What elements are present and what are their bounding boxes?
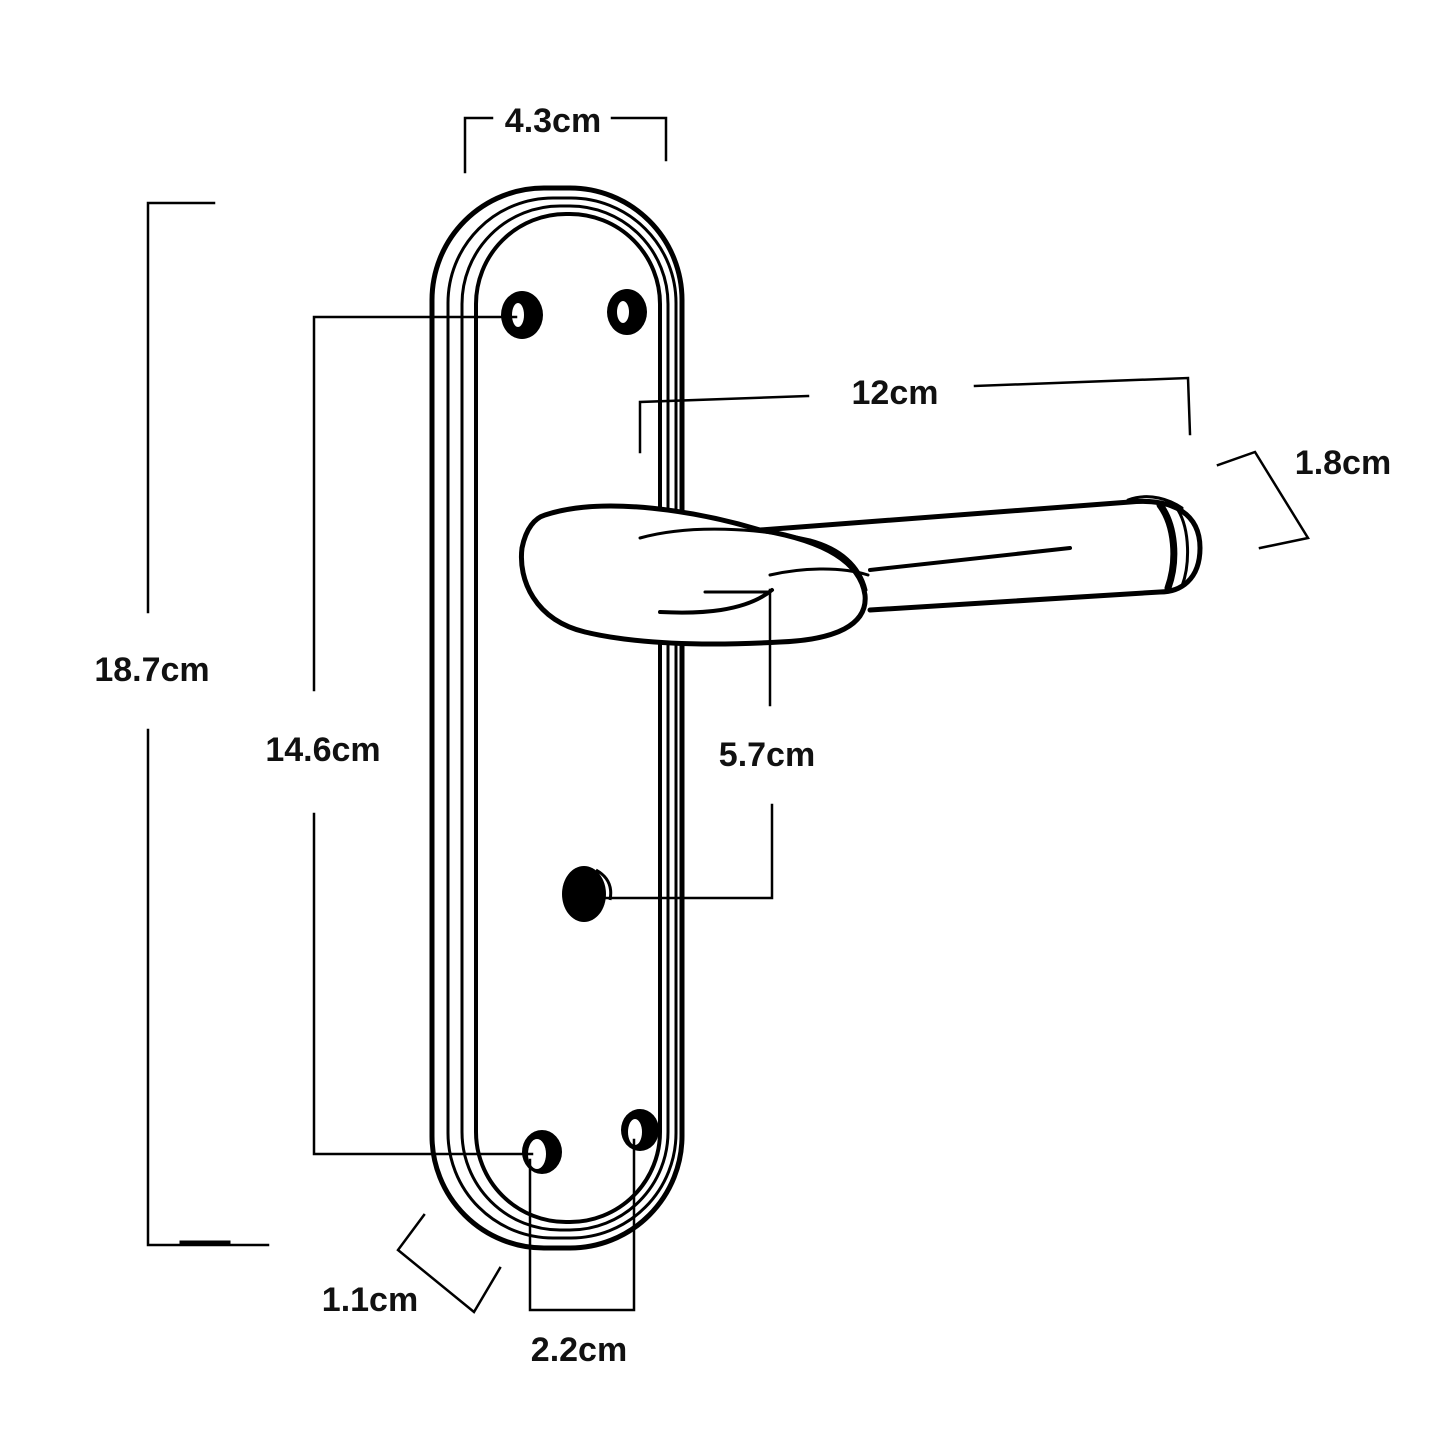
dimension-lines: [146, 116, 1310, 1314]
label-edge-depth: 1.1cm: [321, 1281, 419, 1319]
label-lever-length: 12cm: [851, 374, 939, 412]
screw-hole-top-right: [607, 289, 647, 335]
dim-line-lever-length: [638, 376, 1192, 454]
screw-hole-bottom-left: [522, 1130, 562, 1174]
label-lever-to-keyhole: 5.7cm: [718, 736, 816, 774]
screw-hole-bottom-right: [621, 1109, 659, 1151]
keyhole-screw: [562, 866, 613, 922]
lever-rose: [518, 503, 868, 647]
label-hole-spacing-vertical: 14.6cm: [265, 731, 381, 769]
dim-line-plate-width: [463, 116, 668, 174]
screw-holes: [501, 289, 659, 1174]
lever-handle: [518, 495, 1203, 647]
label-plate-height: 18.7cm: [94, 651, 210, 689]
dim-line-lever-tip: [1216, 450, 1310, 550]
backplate-mid-edge: [446, 196, 678, 1240]
backplate: [429, 185, 685, 1251]
label-lever-tip: 1.8cm: [1294, 444, 1392, 482]
backplate-inner-edge: [460, 204, 670, 1232]
backplate-face: [474, 212, 662, 1224]
dim-line-edge-depth: [396, 1213, 502, 1314]
lever-arm: [757, 498, 1203, 613]
dim-line-hole-vertical: [312, 315, 534, 1156]
screw-hole-top-left: [501, 291, 543, 339]
label-plate-width: 4.3cm: [504, 102, 602, 140]
dim-line-hole-horizontal: [528, 1138, 636, 1312]
label-hole-spacing-horizontal: 2.2cm: [530, 1331, 628, 1369]
backplate-outer-edge: [429, 185, 685, 1251]
dim-line-plate-height: [146, 201, 270, 1247]
dim-line-lever-keyhole: [604, 588, 774, 900]
